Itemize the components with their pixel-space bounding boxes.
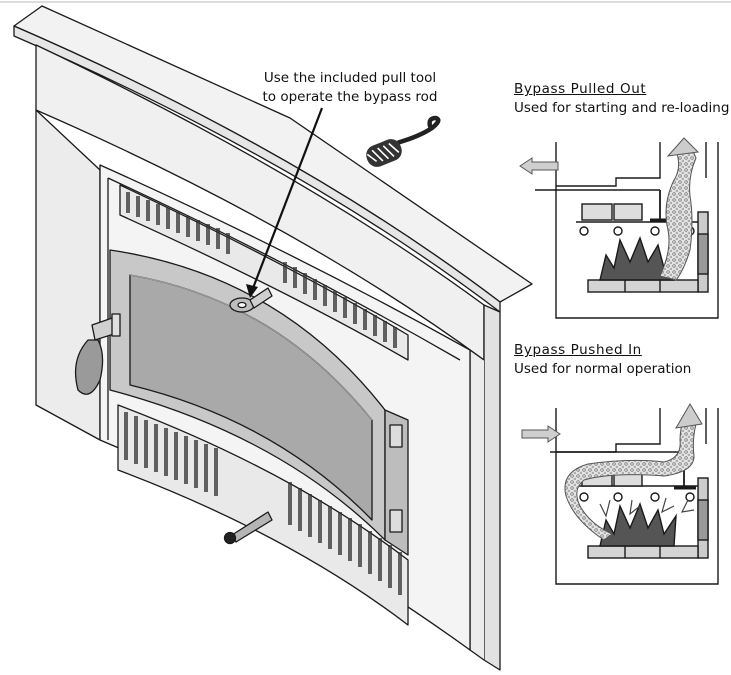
smoke-path-out xyxy=(659,143,697,281)
lower-rod xyxy=(223,511,273,545)
flames-in xyxy=(599,502,677,547)
callout-text-line2: to operate the bypass rod xyxy=(262,89,438,105)
surround-right-column xyxy=(483,304,501,671)
bypass-in-diagram xyxy=(521,403,719,585)
lower-louvers xyxy=(124,412,402,595)
bypass-in-title: Bypass Pushed In xyxy=(514,342,642,358)
pull-tool-icon xyxy=(366,115,441,167)
callout-text-line1: Use the included pull tool xyxy=(263,70,437,86)
bypass-rod-ring xyxy=(229,287,273,313)
door-handle xyxy=(74,313,121,395)
callout-leader xyxy=(248,107,324,297)
upper-louver-panel xyxy=(119,184,409,361)
upper-hinge xyxy=(389,424,403,448)
bypass-out-title: Bypass Pulled Out xyxy=(514,81,647,97)
bypass-out-subtitle: Used for starting and re-loading xyxy=(514,100,730,116)
fireplace-insert xyxy=(13,5,533,671)
push-in-arrow-icon xyxy=(521,425,561,443)
bypass-out-diagram xyxy=(519,137,719,319)
bypass-in-subtitle: Used for normal operation xyxy=(514,361,692,377)
upper-louvers xyxy=(126,192,397,348)
pull-out-arrow-icon xyxy=(519,157,559,175)
lower-hinge xyxy=(389,509,403,533)
